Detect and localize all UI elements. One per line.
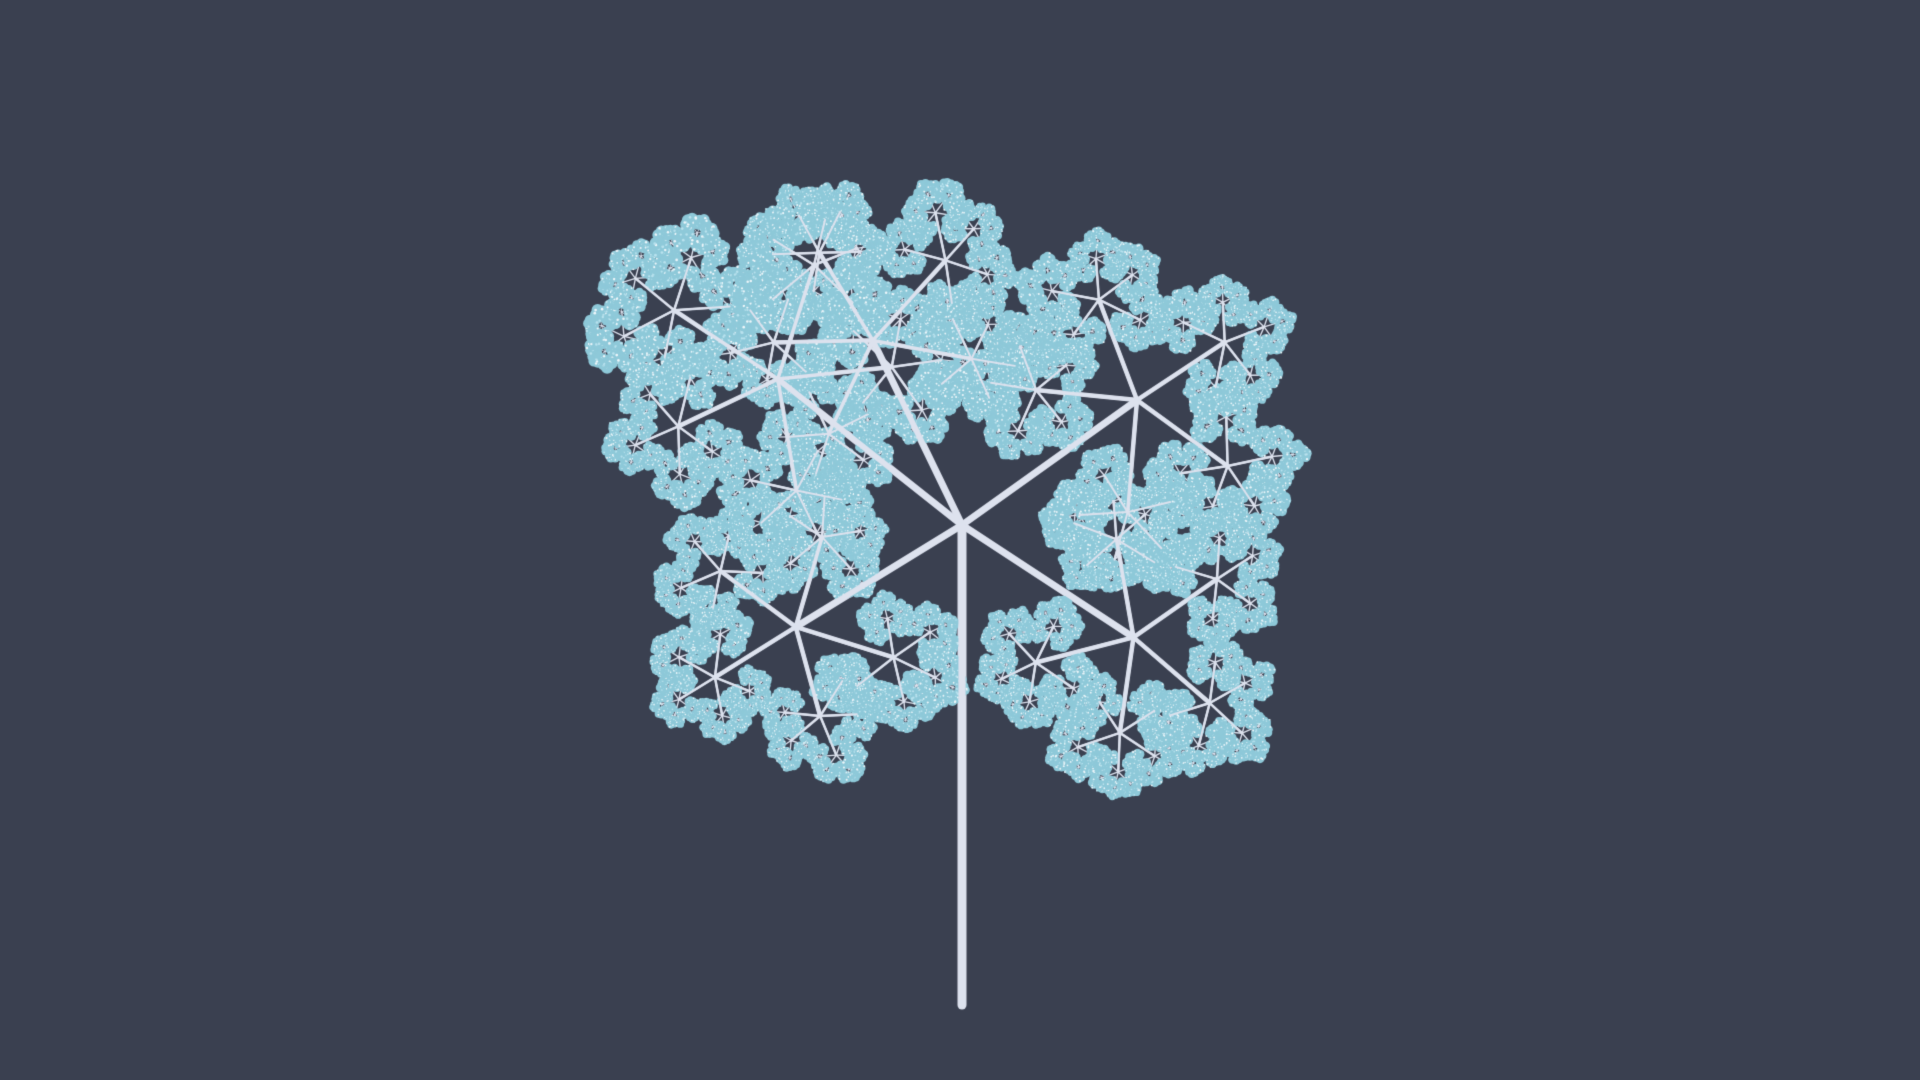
fractal-tree-canvas: [0, 0, 1920, 1080]
fractal-scene: [0, 0, 1920, 1080]
